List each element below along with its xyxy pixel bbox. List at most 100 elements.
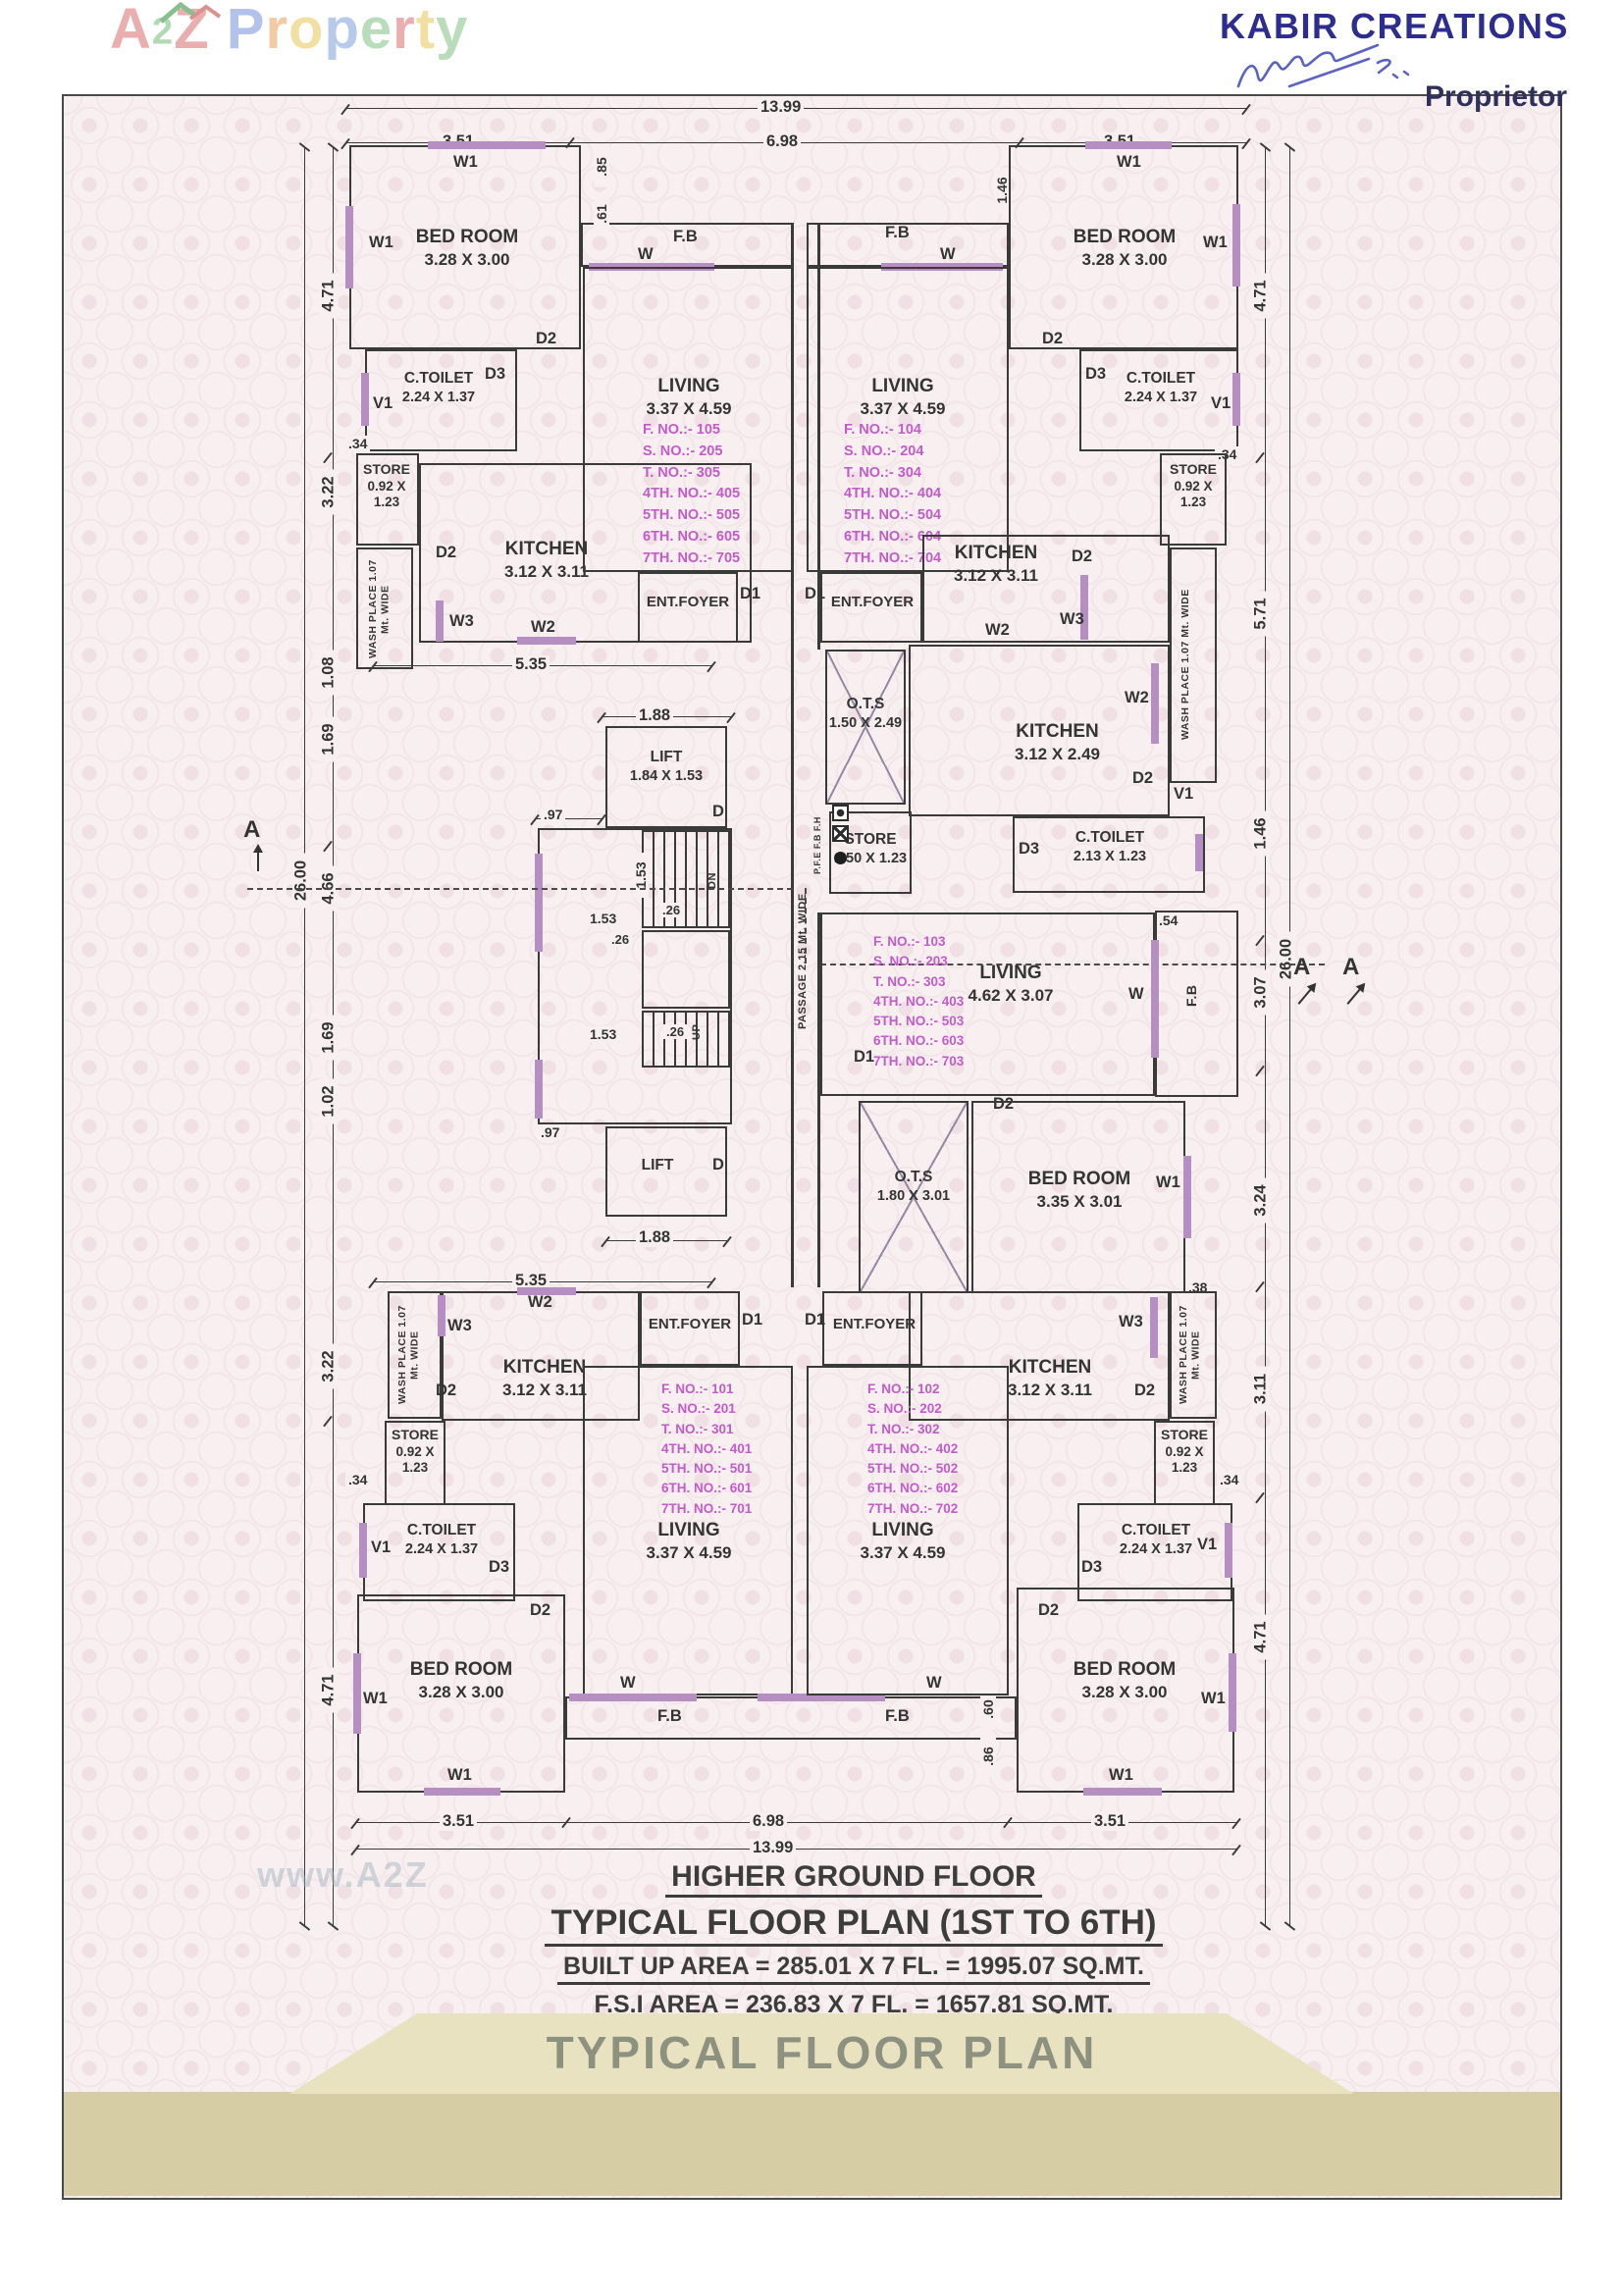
window-stair [535,1060,543,1119]
dim-top-total: 13.99 [758,98,805,117]
window-w2 [517,1287,576,1295]
stairwell [538,828,732,1124]
label-d2: D2 [1038,1601,1060,1619]
label-w2: W2 [1125,689,1149,706]
room-label-living-bl: LIVING 3.37 X 4.59 [646,1520,732,1563]
room-label-living-103: LIVING 4.62 X 3.07 [968,963,1054,1006]
window-w [758,1694,885,1701]
section-a-left: A [243,816,261,843]
label-w: W [620,1674,636,1692]
dim-left-3-22b: 3.22 [319,1343,339,1389]
room-ots-upper [825,650,906,805]
room-label-bedroom-bl: BED ROOM 3.28 X 3.00 [409,1659,513,1702]
window-w1 [1183,1156,1191,1238]
window-stair [535,854,543,952]
logo-letter: P [226,0,266,61]
label-d2: D2 [1042,330,1064,347]
dim-26: .26 [608,932,633,947]
label-fb: F.B [657,1707,682,1725]
window-w3 [1080,575,1088,640]
dim-bottom-left: 3.51 [440,1812,478,1831]
label-w: W [1128,985,1144,1003]
label-passage: PASSAGE 2.15 Mt. WIDE [797,893,809,1030]
flat-list-104: F. NO.:- 104 S. NO.:- 204 T. NO.:- 304 4… [844,422,942,566]
dim-54: .54 [1156,912,1181,928]
room-label-toilet-bl: C.TOILET 2.24 X 1.37 [404,1522,479,1557]
label-d1: D1 [742,1311,763,1329]
label-w1: W1 [1203,234,1228,251]
window-w3 [438,1295,445,1336]
label-w1: W1 [1109,1766,1133,1784]
room-label-store-br: STORE 0.92 X 1.23 [1161,1427,1208,1476]
wall-corridor-right-upper [817,223,820,650]
dim-bottom-right: 3.51 [1091,1812,1129,1831]
window-w1-left [353,1653,361,1734]
flat-list-101: F. NO.:- 101 S. NO.:- 201 T. NO.:- 301 4… [661,1382,753,1516]
label-dn: DN [707,872,718,890]
label-wash-place-bl: WASH PLACE 1.07 Mt. WIDE [396,1305,421,1405]
label-d2: D2 [436,1382,457,1399]
builtup-area: BUILT UP AREA = 285.01 X 7 FL. = 1995.07… [461,1953,1246,1985]
stair-flight-lower [642,1011,730,1068]
logo-letter: 2 [151,10,175,53]
room-kitchen-top-left [419,463,752,643]
section-line-jog [805,888,807,964]
room-label-foyer-br: ENT.FOYER [832,1316,917,1332]
dim-153: 1.53 [587,911,620,926]
label-v1: V1 [371,1538,392,1556]
room-label-foyer-bl: ENT.FOYER [648,1316,732,1332]
dim-535: 5.35 [512,1272,550,1290]
room-label-ots-upper: O.T.S 1.50 X 2.49 [828,696,903,731]
room-kitchen-bottom-right [909,1291,1170,1421]
room-label-bedroom-tl: BED ROOM 3.28 X 3.00 [415,227,519,270]
banner-trapezoid [289,2013,1354,2094]
room-label-bedroom-br: BED ROOM 3.28 X 3.00 [1073,1659,1177,1702]
flat-list-102: F. NO.:- 102 S. NO.:- 202 T. NO.:- 302 4… [867,1382,959,1516]
label-w1: W1 [363,1690,388,1707]
dim-146-top: 1.46 [994,168,1010,213]
label-w3: W3 [1119,1313,1143,1330]
room-kitchen-103 [909,645,1170,816]
window-v1 [1195,834,1203,871]
label-v1: V1 [1174,785,1194,803]
window-w3 [436,600,444,642]
dim-line-bottom-segments [355,1822,1236,1823]
dim-line-right-total [1289,147,1290,1926]
dim-left-total: 26.00 [291,853,311,909]
dim-26: .26 [663,1024,688,1039]
label-wash-place-br: WASH PLACE 1.07 Mt. WIDE [1178,1305,1202,1405]
logo-letter: o [288,0,325,61]
room-label-living-tl: LIVING 3.37 X 4.59 [646,376,732,419]
label-d2: D2 [1132,769,1154,787]
dim-bottom-center: 6.98 [750,1812,788,1831]
dim-right-4-71: 4.71 [1251,273,1271,319]
company-name: KABIR CREATIONS [1220,6,1569,46]
stair-landing [642,930,730,1009]
label-v1: V1 [1197,1536,1218,1553]
label-w1: W1 [369,234,393,251]
dim-right-4-71b: 4.71 [1251,1614,1271,1660]
logo-letter: e [359,0,393,61]
label-v1: V1 [1211,394,1231,412]
window-v1 [1232,373,1240,426]
dim-left-4-71: 4.71 [319,273,339,319]
room-label-kitchen-tl: KITCHEN 3.12 X 3.11 [503,539,590,582]
proprietor-label: Proprietor [1425,80,1568,113]
room-label-kitchen-103: KITCHEN 3.12 X 2.49 [1015,721,1100,764]
dim-34: .34 [1217,1472,1242,1487]
label-w: W [940,245,956,263]
label-d1: D1 [740,585,761,602]
dim-left-3-22: 3.22 [319,469,339,515]
logo-letter: A [110,0,152,61]
section-line-left [247,888,793,890]
window-w1-left [345,206,353,288]
window-w [569,1694,697,1701]
room-label-toilet-103: C.TOILET 2.13 X 1.23 [1073,829,1147,864]
dim-right-3-11: 3.11 [1251,1366,1271,1412]
window-v1 [359,1523,367,1578]
label-d2: D2 [993,1095,1015,1113]
dim-86: .86 [980,1736,996,1777]
room-label-living-br: LIVING 3.37 X 4.59 [860,1520,946,1563]
label-w2: W2 [528,1293,552,1311]
logo-letter: p [324,0,360,61]
